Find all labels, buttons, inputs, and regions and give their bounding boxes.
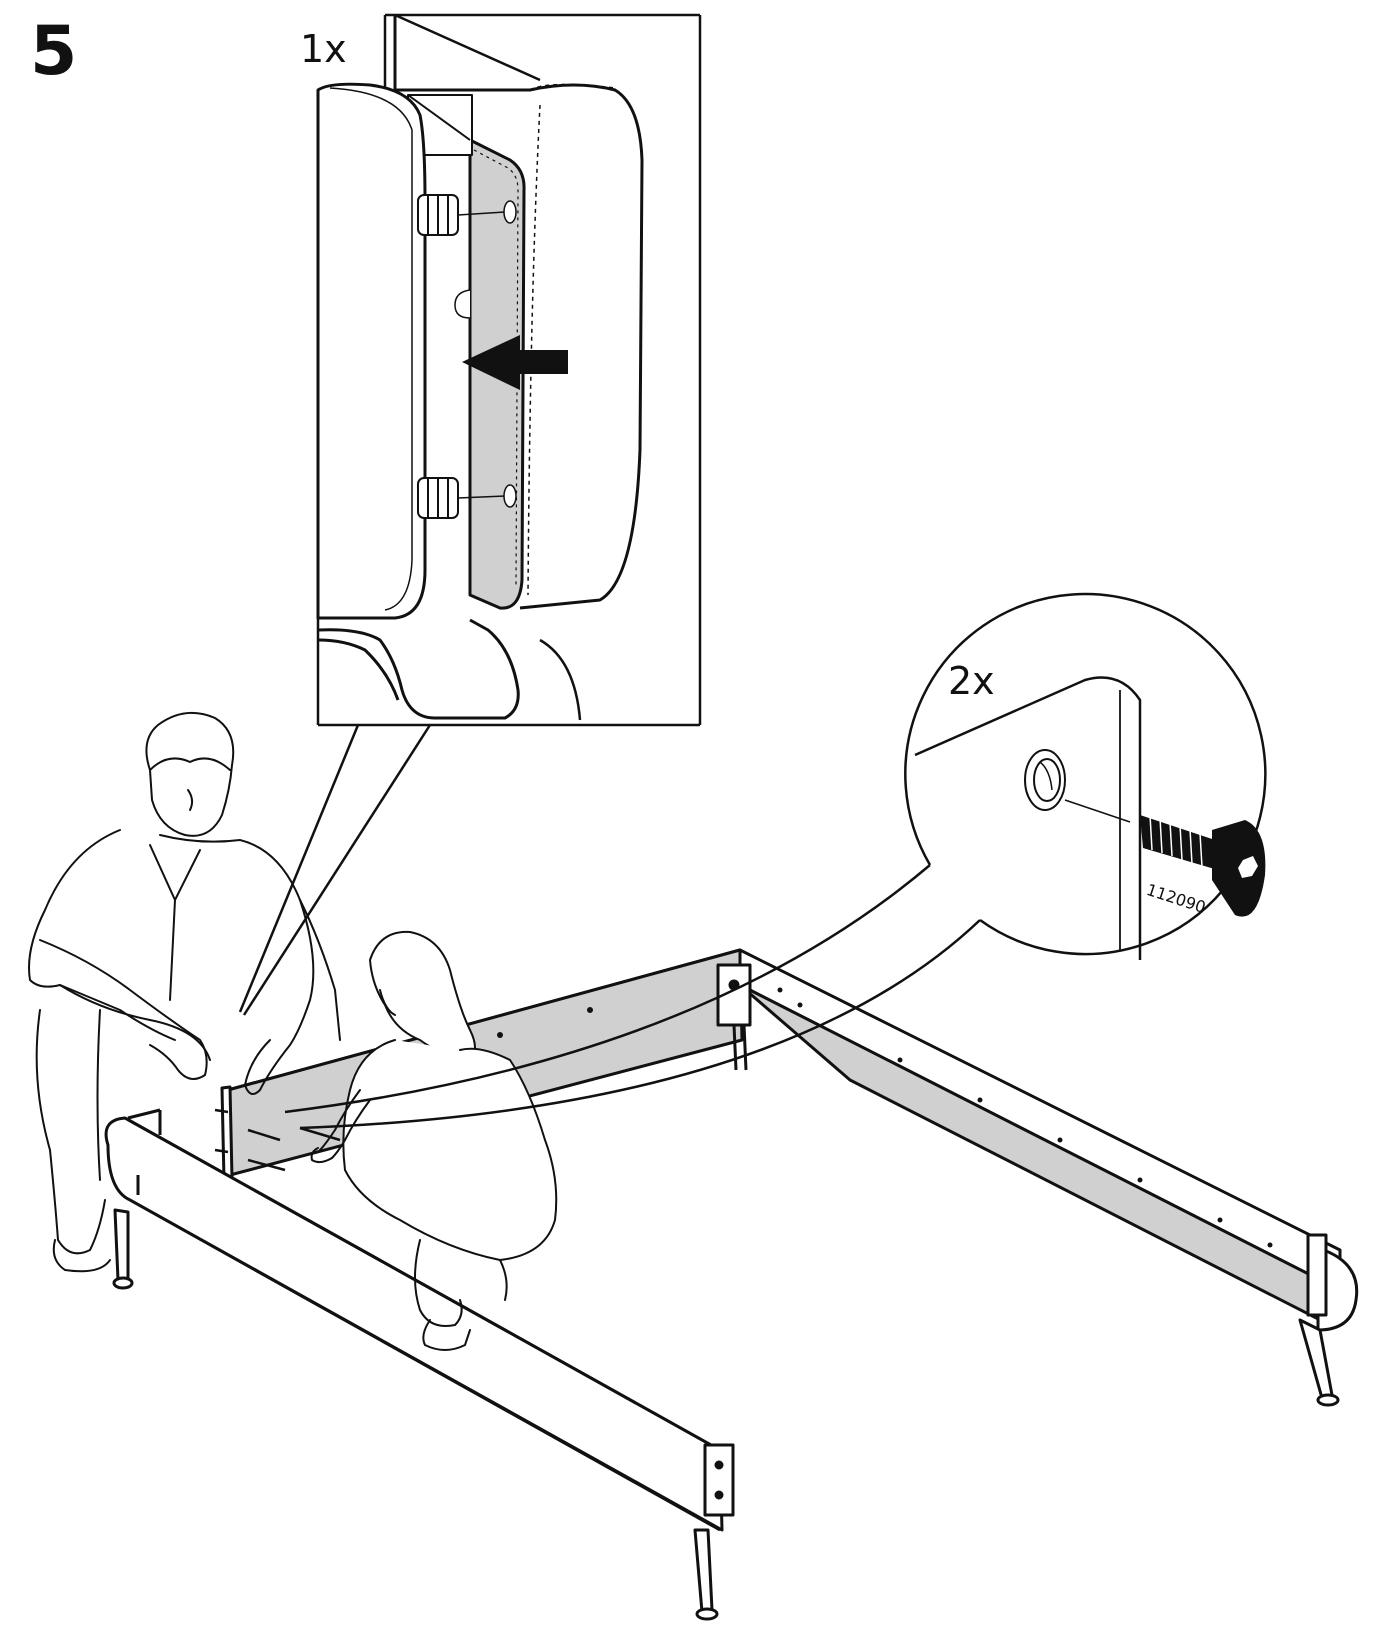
detail-callout-screw [284, 592, 1267, 1130]
man-figure [28, 711, 341, 1273]
front-rail [104, 1108, 735, 1532]
step-number: 5 [30, 12, 78, 91]
leg-right [1298, 1318, 1340, 1407]
quantity-label-top: 1x [300, 27, 347, 71]
rail-holes [497, 987, 1273, 1248]
bed-frame [104, 948, 1359, 1621]
push-arrow [462, 335, 568, 390]
leg-front-left [112, 1208, 134, 1290]
detail-callout-top [238, 13, 702, 1016]
quantity-label-screw: 2x [948, 659, 995, 703]
bolts [214, 1108, 341, 1172]
side-rail-right [738, 948, 1359, 1332]
insert-guides [454, 200, 517, 508]
leg-front-right [693, 1528, 719, 1621]
cam-plugs [417, 194, 459, 519]
screw-icon [1140, 814, 1266, 917]
